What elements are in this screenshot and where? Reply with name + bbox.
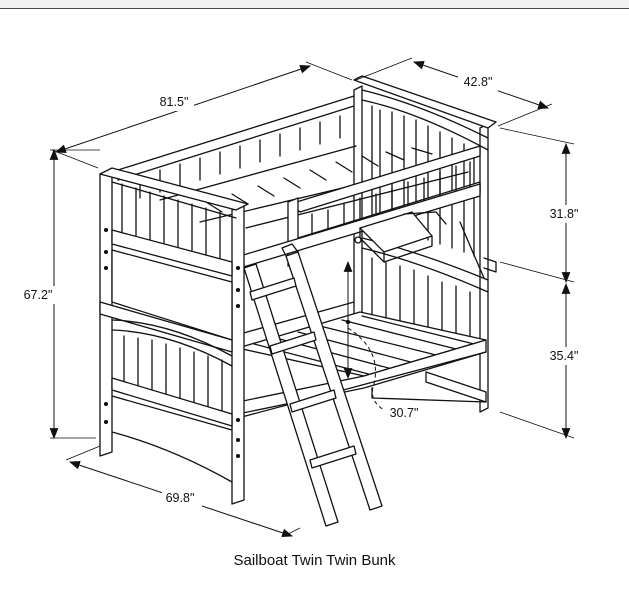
label-upper: 31.8" <box>550 207 579 221</box>
window-top-border <box>0 0 629 9</box>
label-depth: 69.8" <box>166 491 195 505</box>
ladder <box>243 243 383 527</box>
label-width: 42.8" <box>464 75 493 89</box>
label-length: 81.5" <box>160 95 189 109</box>
front-footboard <box>99 167 249 505</box>
diagram-caption: Sailboat Twin Twin Bunk <box>233 552 396 569</box>
label-height: 67.2" <box>24 288 53 302</box>
label-reach: 30.7" <box>390 406 419 420</box>
label-lower: 35.4" <box>550 349 579 363</box>
upper-bunk-frame <box>117 95 481 269</box>
